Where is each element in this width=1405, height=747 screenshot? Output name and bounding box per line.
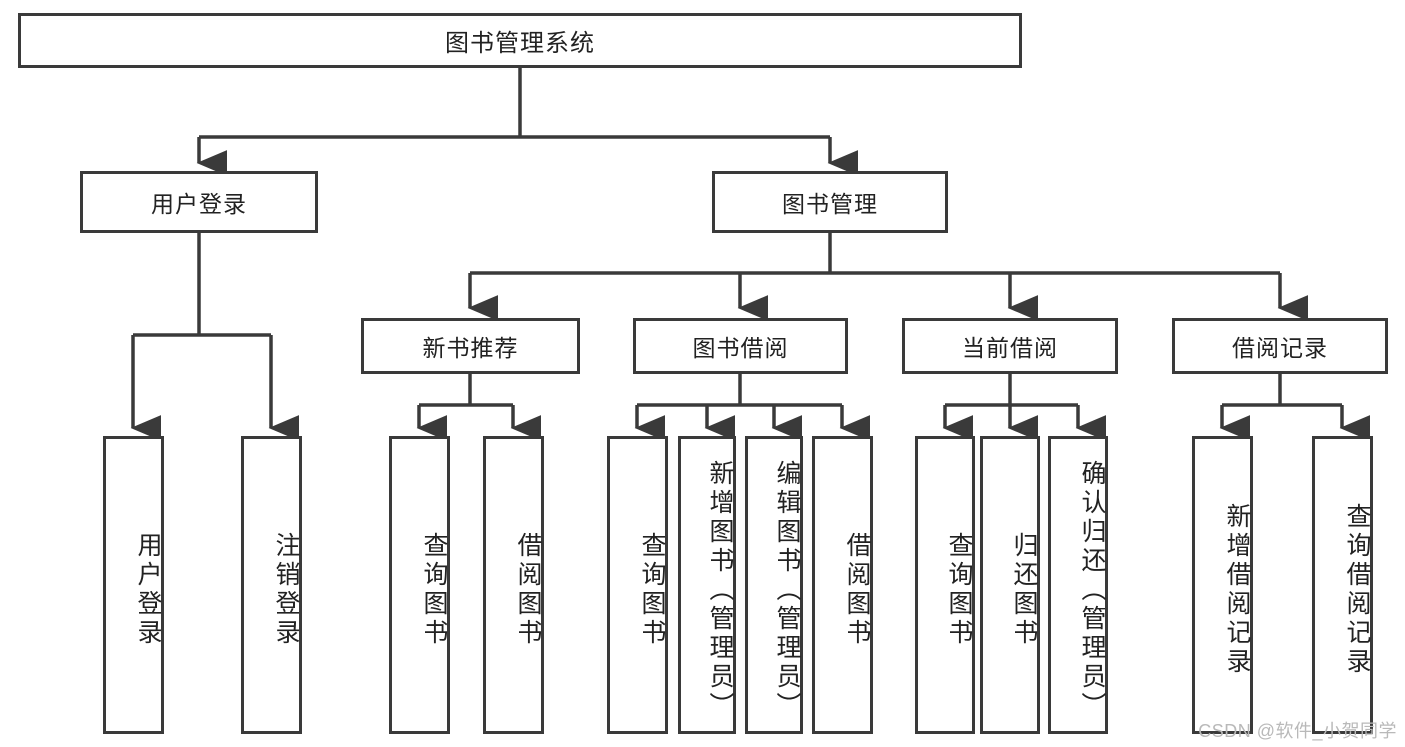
watermark: CSDN @软件_小贺同学 — [1198, 721, 1397, 741]
node-current-borrow[interactable]: 当前借阅 — [902, 318, 1118, 374]
leaf-query-borrow-record-label: 查询借阅记录 — [1343, 503, 1371, 677]
node-book-management[interactable]: 图书管理 — [712, 171, 948, 233]
leaf-current-query-book[interactable]: 查询图书 — [915, 436, 975, 734]
node-borrow-record[interactable]: 借阅记录 — [1172, 318, 1388, 374]
leaf-user-login[interactable]: 用户登录 — [103, 436, 164, 734]
leaf-user-login-label: 用户登录 — [134, 532, 162, 648]
node-book-management-label: 图书管理 — [782, 191, 878, 217]
node-borrow-record-label: 借阅记录 — [1232, 335, 1328, 361]
leaf-new-borrow-book-label: 借阅图书 — [514, 532, 542, 648]
leaf-logout-label: 注销登录 — [272, 532, 300, 648]
leaf-borrow-book[interactable]: 借阅图书 — [812, 436, 873, 734]
leaf-edit-book-admin-label: 编辑图书（管理员） — [773, 459, 801, 721]
leaf-return-book[interactable]: 归还图书 — [980, 436, 1040, 734]
leaf-borrow-query-book[interactable]: 查询图书 — [607, 436, 668, 734]
node-current-borrow-label: 当前借阅 — [962, 335, 1058, 361]
leaf-new-query-book-label: 查询图书 — [420, 532, 448, 648]
leaf-logout[interactable]: 注销登录 — [241, 436, 302, 734]
node-user-login[interactable]: 用户登录 — [80, 171, 318, 233]
leaf-add-book-admin[interactable]: 新增图书（管理员） — [678, 436, 736, 734]
leaf-confirm-return-admin-label: 确认归还（管理员） — [1078, 459, 1106, 721]
leaf-query-borrow-record[interactable]: 查询借阅记录 — [1312, 436, 1373, 734]
node-root-label: 图书管理系统 — [445, 30, 595, 57]
leaf-add-borrow-record[interactable]: 新增借阅记录 — [1192, 436, 1253, 734]
leaf-borrow-book-label: 借阅图书 — [843, 532, 871, 648]
leaf-return-book-label: 归还图书 — [1010, 532, 1038, 648]
leaf-current-query-book-label: 查询图书 — [945, 532, 973, 648]
leaf-add-book-admin-label: 新增图书（管理员） — [706, 459, 734, 721]
leaf-borrow-query-book-label: 查询图书 — [638, 532, 666, 648]
node-book-borrow-label: 图书借阅 — [692, 335, 789, 361]
leaf-edit-book-admin[interactable]: 编辑图书（管理员） — [745, 436, 803, 734]
leaf-new-query-book[interactable]: 查询图书 — [389, 436, 450, 734]
leaf-new-borrow-book[interactable]: 借阅图书 — [483, 436, 544, 734]
node-new-book-recommend[interactable]: 新书推荐 — [361, 318, 580, 374]
leaf-add-borrow-record-label: 新增借阅记录 — [1223, 503, 1251, 677]
node-root[interactable]: 图书管理系统 — [18, 13, 1022, 68]
node-user-login-label: 用户登录 — [151, 191, 247, 217]
node-new-book-recommend-label: 新书推荐 — [422, 335, 519, 361]
leaf-confirm-return-admin[interactable]: 确认归还（管理员） — [1048, 436, 1108, 734]
node-book-borrow[interactable]: 图书借阅 — [633, 318, 848, 374]
